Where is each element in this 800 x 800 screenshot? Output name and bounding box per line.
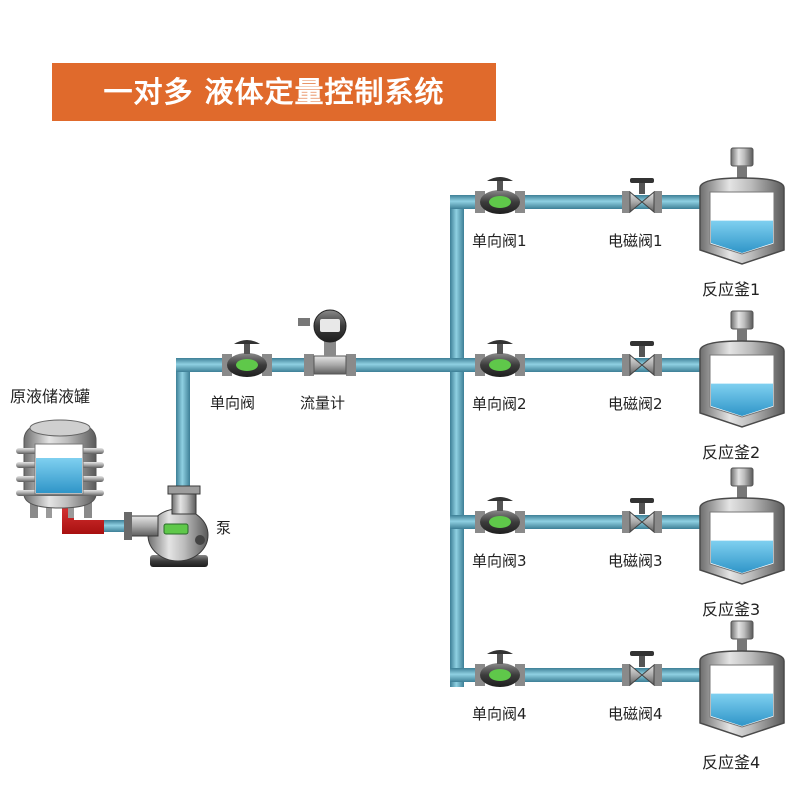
check-valve-label-1: 单向阀1: [472, 232, 527, 250]
reactor-liquid-1: [711, 220, 773, 253]
reactor-1: [699, 147, 785, 265]
branch-2: 单向阀2 电磁阀2 反应釜2: [472, 310, 785, 462]
check-valve-label-2: 单向阀2: [472, 395, 527, 413]
reactor-liquid-4: [711, 693, 773, 726]
branch-1: 单向阀1 电磁阀1 反应釜1: [472, 147, 785, 299]
main-check-valve: [222, 340, 272, 377]
reactor-label-1: 反应釜1: [702, 280, 760, 299]
solenoid-valve-3: [622, 498, 662, 534]
check-valve-4: [475, 650, 525, 687]
main-check-valve-label: 单向阀: [210, 394, 255, 412]
source-tank-label: 原液储液罐: [10, 387, 90, 406]
reactor-label-3: 反应釜3: [702, 600, 760, 619]
check-valve-3: [475, 497, 525, 534]
pipe-network: [62, 195, 706, 687]
check-valve-label-3: 单向阀3: [472, 552, 527, 570]
check-valve-label-4: 单向阀4: [472, 705, 527, 723]
source-tank-liquid: [36, 458, 82, 493]
reactor-2: [699, 310, 785, 428]
solenoid-label-4: 电磁阀4: [608, 705, 663, 723]
riser-pipe: [176, 358, 190, 518]
reactor-3: [699, 467, 785, 585]
solenoid-label-1: 电磁阀1: [608, 232, 663, 250]
header-pipe: [450, 195, 464, 687]
check-valve-1: [475, 177, 525, 214]
reactor-label-2: 反应釜2: [702, 443, 760, 462]
branch-3: 单向阀3 电磁阀3 反应釜3: [472, 467, 785, 619]
solenoid-label-2: 电磁阀2: [608, 395, 663, 413]
branch-4: 单向阀4 电磁阀4 反应釜4: [472, 620, 785, 772]
title-banner: 一对多 液体定量控制系统: [52, 63, 496, 121]
flowmeter-label: 流量计: [300, 394, 345, 412]
source-tank: [16, 419, 104, 518]
check-valve-2: [475, 340, 525, 377]
reactor-liquid-2: [711, 383, 773, 416]
solenoid-valve-1: [622, 178, 662, 214]
flowmeter: [298, 309, 356, 376]
pump: [124, 485, 209, 567]
solenoid-valve-4: [622, 651, 662, 687]
reactor-label-4: 反应釜4: [702, 753, 760, 772]
reactor-4: [699, 620, 785, 738]
reactor-liquid-3: [711, 540, 773, 573]
solenoid-valve-2: [622, 341, 662, 377]
pump-label: 泵: [216, 519, 231, 537]
solenoid-label-3: 电磁阀3: [608, 552, 663, 570]
